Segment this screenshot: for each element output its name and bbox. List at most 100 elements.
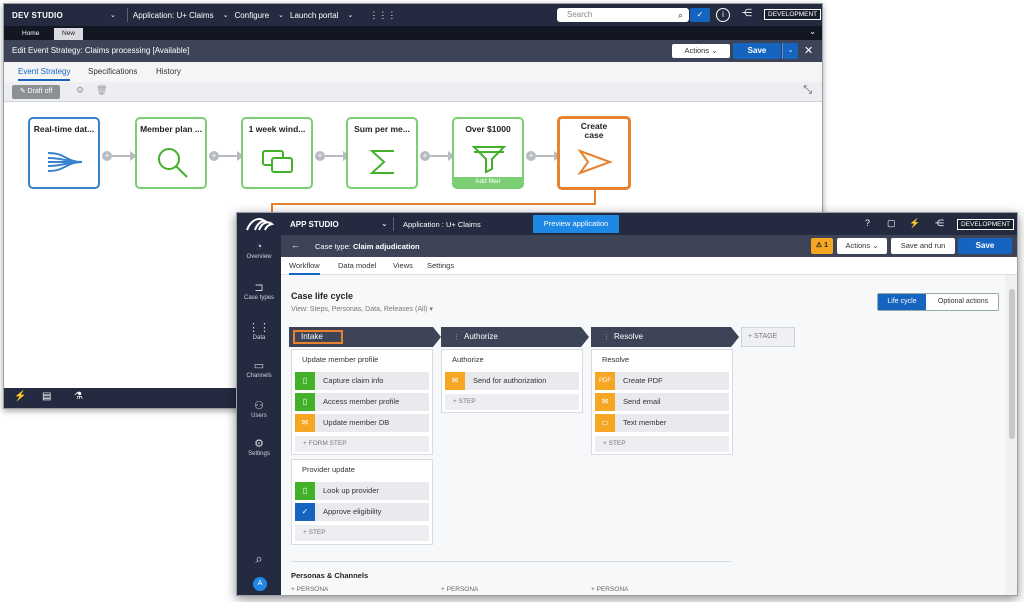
step-text-member[interactable]: ▭Text member: [595, 414, 729, 432]
process-update-member-profile[interactable]: Update member profile ▯Capture claim inf…: [291, 349, 433, 455]
search-nav[interactable]: ⌕: [237, 551, 281, 568]
node-over-1000[interactable]: Over $1000 Add filter: [452, 117, 524, 189]
tab-home[interactable]: Home: [22, 30, 40, 37]
add-persona-button[interactable]: + PERSONA: [441, 586, 479, 593]
scrollbar[interactable]: [1005, 275, 1017, 595]
node-member-plan[interactable]: Member plan ...: [135, 117, 207, 189]
save-button[interactable]: Save: [958, 238, 1012, 254]
flask-icon[interactable]: ⚗: [74, 391, 83, 402]
scrollbar-thumb[interactable]: [1009, 289, 1015, 439]
nav-channels[interactable]: ▭Channels: [237, 359, 281, 379]
nav-overview[interactable]: ◔Overview: [237, 241, 281, 260]
actions-button[interactable]: Actions ⌄: [837, 238, 887, 254]
add-form-step-button[interactable]: + FORM STEP: [295, 436, 429, 452]
share-icon[interactable]: ⋲: [935, 218, 944, 228]
launch-portal-menu[interactable]: Launch portal: [290, 10, 339, 20]
info-icon[interactable]: i: [716, 8, 730, 22]
add-node-icon[interactable]: +: [102, 151, 112, 161]
fullscreen-icon[interactable]: ⤡: [803, 84, 812, 96]
step-send-email[interactable]: ✉Send email: [595, 393, 729, 411]
check-icon[interactable]: ✓: [690, 8, 710, 22]
tab-settings[interactable]: Settings: [427, 261, 455, 270]
tab-data-model[interactable]: Data model: [338, 261, 377, 270]
envelope-icon: ✉: [595, 393, 615, 411]
life-cycle-toggle[interactable]: Life cycle: [878, 294, 926, 310]
stage-resolve[interactable]: ⋮Resolve: [591, 327, 739, 347]
drag-handle-icon[interactable]: ⋮: [453, 334, 460, 341]
add-filter-button[interactable]: Add filter: [454, 177, 522, 187]
subtab-event-strategy[interactable]: Event Strategy: [18, 67, 71, 81]
back-arrow-icon[interactable]: ←: [291, 240, 300, 250]
share-icon[interactable]: ⋲: [742, 8, 752, 19]
nav-settings[interactable]: ⚙Settings: [237, 437, 281, 457]
chevron-down-icon[interactable]: ⌄: [809, 27, 816, 36]
tab-views[interactable]: Views: [393, 261, 413, 270]
preview-application-button[interactable]: Preview application: [533, 215, 619, 233]
tab-workflow[interactable]: Workflow: [289, 261, 320, 275]
nav-users[interactable]: ⚇Users: [237, 399, 281, 419]
application-menu[interactable]: Application: U+ Claims: [132, 10, 214, 20]
search-icon[interactable]: ⌕: [677, 10, 683, 20]
chevron-down-icon[interactable]: ⌄: [347, 12, 354, 19]
subtab-specifications[interactable]: Specifications: [88, 67, 138, 76]
avatar[interactable]: A: [253, 577, 267, 591]
add-node-icon[interactable]: +: [315, 151, 325, 161]
configure-menu[interactable]: Configure: [234, 10, 270, 20]
search-input[interactable]: Search ⌕: [557, 8, 689, 22]
nav-data[interactable]: ⋮⋮Data: [237, 321, 281, 341]
add-stage-button[interactable]: + STAGE: [741, 327, 795, 347]
drag-handle-icon[interactable]: ⋮: [603, 334, 610, 341]
step-look-up-provider[interactable]: ▯Look up provider: [295, 482, 429, 500]
close-icon[interactable]: ✕: [804, 45, 814, 57]
save-button[interactable]: Save: [733, 43, 781, 59]
clipboard-icon[interactable]: ▤: [42, 391, 52, 402]
add-node-icon[interactable]: +: [420, 151, 430, 161]
node-create-case[interactable]: Create case: [557, 116, 631, 190]
warning-badge[interactable]: ⚠ 1: [811, 238, 833, 254]
process-provider-update[interactable]: Provider update ▯Look up provider ✓Appro…: [291, 459, 433, 545]
step-access-member-profile[interactable]: ▯Access member profile: [295, 393, 429, 411]
save-and-run-button[interactable]: Save and run: [891, 238, 955, 254]
step-update-member-db[interactable]: ✉Update member DB: [295, 414, 429, 432]
add-step-button[interactable]: + STEP: [595, 436, 729, 452]
draft-toggle[interactable]: ✎ Draft off: [12, 85, 60, 99]
gear-icon[interactable]: ⚙: [76, 85, 85, 95]
chevron-down-icon[interactable]: ⌄: [110, 12, 116, 19]
chevron-down-icon[interactable]: ⌄: [381, 219, 388, 228]
step-label: Look up provider: [323, 486, 379, 495]
subtab-history[interactable]: History: [156, 67, 181, 76]
step-send-for-authorization[interactable]: ✉Send for authorization: [445, 372, 579, 390]
lightning-icon[interactable]: ⚡: [909, 218, 921, 228]
step-capture-claim-info[interactable]: ▯Capture claim info: [295, 372, 429, 390]
chevron-down-icon[interactable]: ⌄: [278, 12, 285, 19]
save-options-chevron-icon[interactable]: ⌄: [782, 43, 798, 59]
process-authorize[interactable]: Authorize ✉Send for authorization + STEP: [441, 349, 583, 413]
view-filter[interactable]: View: Steps, Personas, Data, Releases (A…: [291, 306, 433, 313]
add-node-icon[interactable]: +: [526, 151, 536, 161]
trash-icon[interactable]: 🗑: [96, 85, 108, 95]
step-approve-eligibility[interactable]: ✓Approve eligibility: [295, 503, 429, 521]
node-label: Real-time dat...: [33, 124, 95, 134]
optional-actions-toggle[interactable]: Optional actions: [937, 298, 989, 305]
stage-authorize[interactable]: ⋮Authorize: [441, 327, 589, 347]
add-step-button[interactable]: + STEP: [295, 525, 429, 541]
app-sidebar: ◔Overview ⊐Case types ⋮⋮Data ▭Channels ⚇…: [237, 235, 281, 595]
add-persona-button[interactable]: + PERSONA: [591, 586, 629, 593]
help-icon[interactable]: ?: [865, 218, 871, 228]
node-sum-per-member[interactable]: Sum per me...: [346, 117, 418, 189]
add-node-icon[interactable]: +: [209, 151, 219, 161]
actions-button[interactable]: Actions ⌄: [672, 44, 730, 58]
dev-top-bar: DEV STUDIO ⌄ Application: U+ Claims ⌄ Co…: [4, 4, 822, 26]
node-1-week-window[interactable]: 1 week wind...: [241, 117, 313, 189]
chevron-down-icon[interactable]: ⌄: [222, 12, 229, 19]
nav-case-types[interactable]: ⊐Case types: [237, 281, 281, 301]
add-step-button[interactable]: + STEP: [445, 394, 579, 410]
comment-icon[interactable]: ▢: [887, 218, 896, 228]
tab-new[interactable]: New: [54, 28, 84, 40]
apps-grid-icon[interactable]: ⋮⋮⋮: [369, 9, 397, 20]
node-real-time-data[interactable]: Real-time dat...: [28, 117, 100, 189]
add-persona-button[interactable]: + PERSONA: [291, 586, 329, 593]
lightning-icon[interactable]: ⚡: [14, 391, 27, 402]
